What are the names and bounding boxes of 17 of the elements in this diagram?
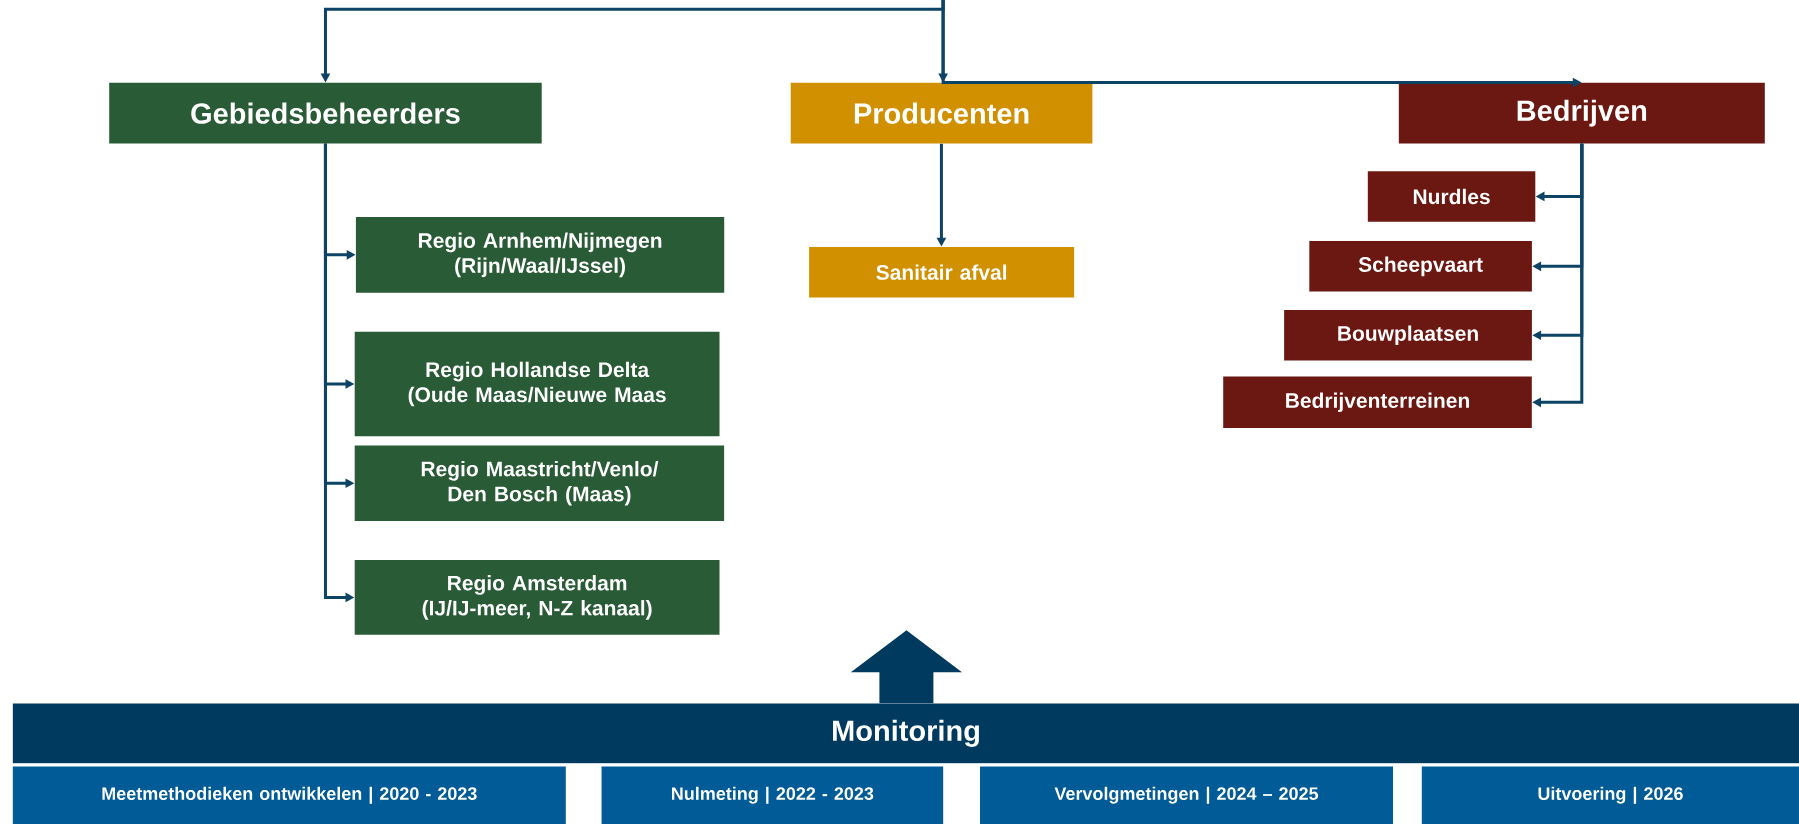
category-box: Bedrijven [1398,82,1765,144]
phase-bar: Vervolgmetingen | 2024 – 2025 [980,766,1393,824]
region-box: Regio Hollandse Delta (Oude Maas/Nieuwe Maas [354,331,720,437]
category-box: Producenten [790,82,1093,144]
phase-bar: Meetmethodieken ontwikkelen | 2020 - 2023 [12,766,566,824]
source-box: Sanitair afval [809,246,1075,298]
source-box: Nurdles [1367,171,1536,222]
phase-bar: Nulmeting | 2022 - 2023 [601,766,944,824]
source-box: Scheepvaart [1309,241,1532,292]
phase-bar: Uitvoering | 2026 [1421,766,1799,824]
region-box: Regio Amsterdam (IJ/IJ-meer, N-Z kanaal) [354,560,720,635]
category-box: Gebiedsbeheerders [109,82,542,144]
region-box: Regio Maastricht/Venlo/ Den Bosch (Maas) [354,445,725,522]
region-box: Regio Arnhem/Nijmegen (Rijn/Waal/IJssel) [355,217,725,293]
source-box: Bouwplaatsen [1284,310,1532,361]
source-box: Bedrijventerreinen [1223,376,1532,429]
monitoring-bar: Monitoring [12,703,1799,764]
